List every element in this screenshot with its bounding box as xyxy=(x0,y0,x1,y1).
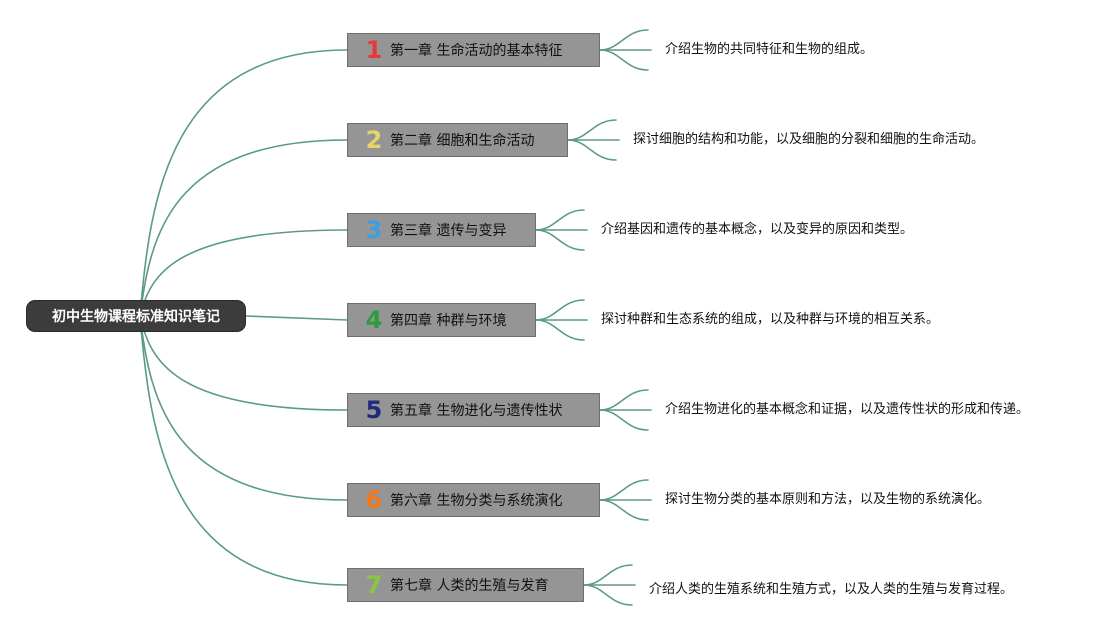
desc-link xyxy=(583,564,633,586)
chapter-title: 第一章 生命活动的基本特征 xyxy=(390,43,563,59)
chapter-node-2[interactable]: 2 第二章 细胞和生命活动 xyxy=(347,123,568,157)
desc-link xyxy=(567,119,617,141)
chapter-node-5[interactable]: 5 第五章 生物进化与遗传性状 xyxy=(347,393,600,427)
chapter-node-1[interactable]: 1 第一章 生命活动的基本特征 xyxy=(347,33,600,67)
desc-link xyxy=(583,584,633,606)
chapter-number: 5 xyxy=(365,396,383,424)
root-link xyxy=(139,49,348,317)
chapter-node-7[interactable]: 7 第七章 人类的生殖与发育 xyxy=(347,568,584,602)
chapter-description-4[interactable]: 探讨种群和生态系统的组成，以及种群与环境的相互关系。 xyxy=(601,312,940,327)
chapter-title: 第四章 种群与环境 xyxy=(390,313,507,329)
root-link xyxy=(139,315,348,411)
desc-link xyxy=(599,29,649,51)
desc-link xyxy=(535,319,585,341)
root-link xyxy=(139,139,348,317)
chapter-number: 7 xyxy=(365,571,383,599)
chapter-node-4[interactable]: 4 第四章 种群与环境 xyxy=(347,303,536,337)
chapter-description-5[interactable]: 介绍生物进化的基本概念和证据，以及遗传性状的形成和传递。 xyxy=(665,402,1030,417)
desc-link xyxy=(599,389,649,411)
chapter-description-6[interactable]: 探讨生物分类的基本原则和方法，以及生物的系统演化。 xyxy=(665,492,991,507)
chapter-number: 3 xyxy=(365,216,383,244)
chapter-node-6[interactable]: 6 第六章 生物分类与系统演化 xyxy=(347,483,600,517)
chapter-number: 6 xyxy=(365,486,383,514)
root-node[interactable]: 初中生物课程标准知识笔记 xyxy=(26,300,246,332)
chapter-number: 2 xyxy=(365,126,383,154)
desc-link xyxy=(535,299,585,321)
root-link xyxy=(139,315,348,501)
chapter-description-7[interactable]: 介绍人类的生殖系统和生殖方式，以及人类的生殖与发育过程。 xyxy=(649,582,1014,597)
desc-link xyxy=(599,499,649,521)
chapter-title: 第三章 遗传与变异 xyxy=(390,223,507,239)
chapter-number: 1 xyxy=(365,36,383,64)
chapter-description-2[interactable]: 探讨细胞的结构和功能，以及细胞的分裂和细胞的生命活动。 xyxy=(633,132,985,147)
chapter-title: 第五章 生物进化与遗传性状 xyxy=(390,403,563,419)
desc-link xyxy=(535,229,585,251)
chapter-description-3[interactable]: 介绍基因和遗传的基本概念，以及变异的原因和类型。 xyxy=(601,222,914,237)
root-link xyxy=(245,315,348,321)
chapter-title: 第七章 人类的生殖与发育 xyxy=(390,578,549,594)
chapter-node-3[interactable]: 3 第三章 遗传与变异 xyxy=(347,213,536,247)
desc-link xyxy=(599,409,649,431)
root-title: 初中生物课程标准知识笔记 xyxy=(52,309,220,325)
desc-link xyxy=(535,209,585,231)
chapter-title: 第六章 生物分类与系统演化 xyxy=(390,493,563,509)
chapter-description-1[interactable]: 介绍生物的共同特征和生物的组成。 xyxy=(665,42,874,57)
desc-link xyxy=(567,139,617,161)
chapter-number: 4 xyxy=(365,306,383,334)
root-link xyxy=(139,315,348,586)
chapter-title: 第二章 细胞和生命活动 xyxy=(390,133,535,149)
desc-link xyxy=(599,479,649,501)
desc-link xyxy=(599,49,649,71)
